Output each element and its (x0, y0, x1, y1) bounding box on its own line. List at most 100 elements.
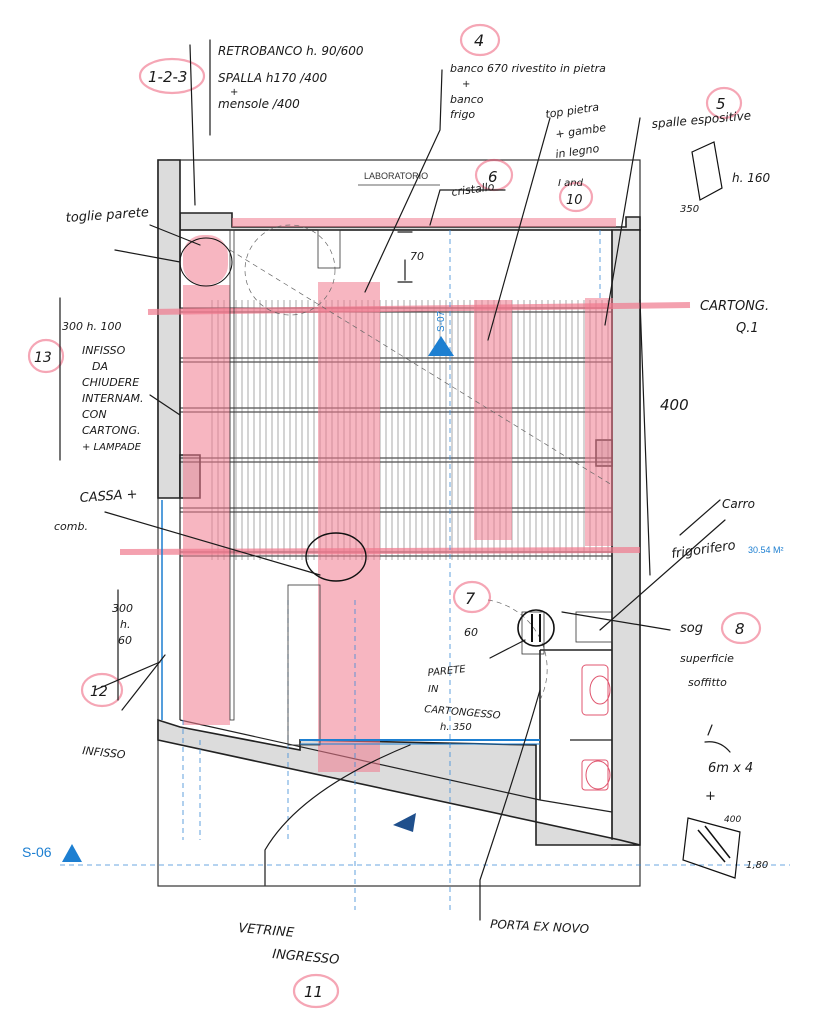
note-cassa: CASSA + comb. (54, 487, 138, 533)
note-frigo: frigorifero (670, 538, 736, 562)
wall-right (611, 229, 641, 846)
note-top: top pietra + gambe in legno (545, 101, 607, 161)
note-8-line1: sog (680, 621, 703, 636)
dim-70: 70 (410, 250, 424, 263)
wall-left-upper (157, 159, 181, 499)
highlight-top (474, 300, 512, 540)
note-13-line3: CHIUDERE (82, 376, 139, 389)
note-parete-line1: PARETE (427, 664, 467, 679)
cad-furniture (161, 229, 613, 746)
note-10-num: 10 (566, 193, 583, 208)
note-12-label: INFISSO (82, 744, 127, 761)
note-12-num: 12 (90, 684, 108, 700)
note-13-line2: DA (92, 360, 108, 373)
note-13-num: 13 (34, 350, 52, 366)
ceiling-slats (211, 300, 609, 560)
note-cassa-line2: comb. (54, 520, 88, 533)
note-8-line2: superficie (680, 652, 734, 665)
section-left-label: S-06 (22, 844, 52, 860)
note-parete-line4: h. 350 (440, 722, 472, 733)
note-8: sog 8 superficie soffitto (680, 620, 745, 689)
room-label: LABORATORIO (364, 171, 428, 181)
note-cartong-line2: Q.1 (736, 321, 759, 336)
note-6: 6 cristallo (451, 168, 498, 199)
note-7-num: 7 (465, 589, 476, 608)
note-12-dim3: 60 (118, 634, 132, 647)
note-parete-line3: CARTONGESSO (424, 704, 501, 722)
note-1-2-3-line2: SPALLA h170 /400 (218, 71, 327, 85)
note-6mx4-dim: 400 (724, 815, 741, 825)
highlight-retrobanco (183, 285, 230, 725)
note-12-dim1: 300 (112, 602, 133, 615)
section-marker-top-icon (428, 336, 454, 356)
panel-icon (682, 817, 741, 879)
note-11-num: 11 (304, 983, 323, 1001)
highlight-cristallo (232, 218, 616, 227)
note-13-line4: INTERNAM. (82, 392, 144, 405)
note-toglie: toglie parete (65, 205, 149, 226)
note-5-num: 5 (716, 95, 726, 113)
wall-bottom (157, 718, 641, 846)
bathroom-fixtures (581, 664, 611, 791)
note-5: 5 spalle espositive h. 160 350 (651, 95, 770, 215)
note-cassa-line1: CASSA + (79, 487, 138, 506)
note-4-line1: banco 670 rivestito in pietra (450, 62, 606, 75)
highlight-spalle (585, 298, 613, 546)
note-10: I and 10 (558, 178, 584, 208)
note-1-2-3: 1-2-3 RETROBANCO h. 90/600 SPALLA h170 /… (148, 44, 364, 111)
highlight-toglie (183, 235, 228, 285)
note-1-2-3-line1: RETROBANCO h. 90/600 (218, 44, 364, 58)
note-7-dim: 60 (464, 626, 478, 639)
note-1-2-3-num: 1-2-3 (148, 68, 187, 86)
dim-400-right: 400 (660, 396, 689, 414)
note-6mx4-line1: 6m x 4 (708, 761, 753, 776)
frigo-icon (517, 609, 555, 647)
note-4-num: 4 (474, 31, 484, 50)
ceiling-grid (180, 307, 612, 557)
note-6mx4-plus: + (705, 789, 716, 804)
section-marker-left-icon (62, 844, 82, 862)
area-label: 30.54 M² (748, 545, 784, 555)
wall-icon (691, 141, 723, 201)
note-13-line6: CARTONG. (82, 424, 140, 437)
note-8-line3: soffitto (688, 676, 727, 689)
note-carro: Carro (722, 497, 755, 511)
note-4-line3: frigo (450, 108, 475, 121)
note-8-num: 8 (735, 620, 745, 638)
note-13-line7: + LAMPADE (82, 442, 142, 453)
cassa-circle (305, 532, 367, 582)
section-top-label: S-07 (436, 310, 447, 332)
note-12-dim2: h. (120, 618, 130, 631)
highlight-banco (318, 282, 380, 772)
note-13-line1: INFISSO (82, 344, 126, 357)
note-cartong-line1: CARTONG. (700, 299, 769, 314)
pink-highlights (119, 218, 691, 772)
number-circles (27, 23, 762, 1009)
note-10-text: I and (558, 178, 584, 189)
note-parete-line2: IN (428, 684, 439, 695)
note-11-line1: VETRINE (238, 921, 296, 941)
note-5-text: spalle espositive (651, 108, 752, 131)
note-1-2-3-plus: + (230, 87, 238, 98)
note-13: 13 300 h. 100 INFISSO DA CHIUDERE INTERN… (34, 320, 144, 453)
note-13-line5: CON (82, 408, 107, 421)
note-4-plus: + (462, 79, 470, 90)
entrance-arrow-icon (393, 813, 416, 832)
note-4: 4 banco 670 rivestito in pietra + banco … (450, 31, 606, 121)
note-top-line1: top pietra (545, 101, 600, 121)
note-5-dim2: 350 (680, 204, 699, 215)
note-cartong: CARTONG. Q.1 (700, 299, 769, 336)
note-6-num: 6 (488, 168, 498, 186)
note-5-dim: h. 160 (732, 171, 771, 185)
highlight-line-lower (119, 547, 641, 555)
note-porta: PORTA EX NOVO (490, 917, 590, 936)
note-6mx4: 6m x 4 + 400 (705, 761, 753, 825)
note-6-text: cristallo (451, 180, 496, 199)
note-parete: PARETE IN CARTONGESSO h. 350 (424, 664, 501, 733)
note-11-line2: INGRESSO (272, 947, 340, 968)
note-4-line2: banco (450, 93, 484, 106)
dim-1-80: 1,80 (746, 860, 768, 871)
note-7: 7 60 (464, 589, 478, 639)
